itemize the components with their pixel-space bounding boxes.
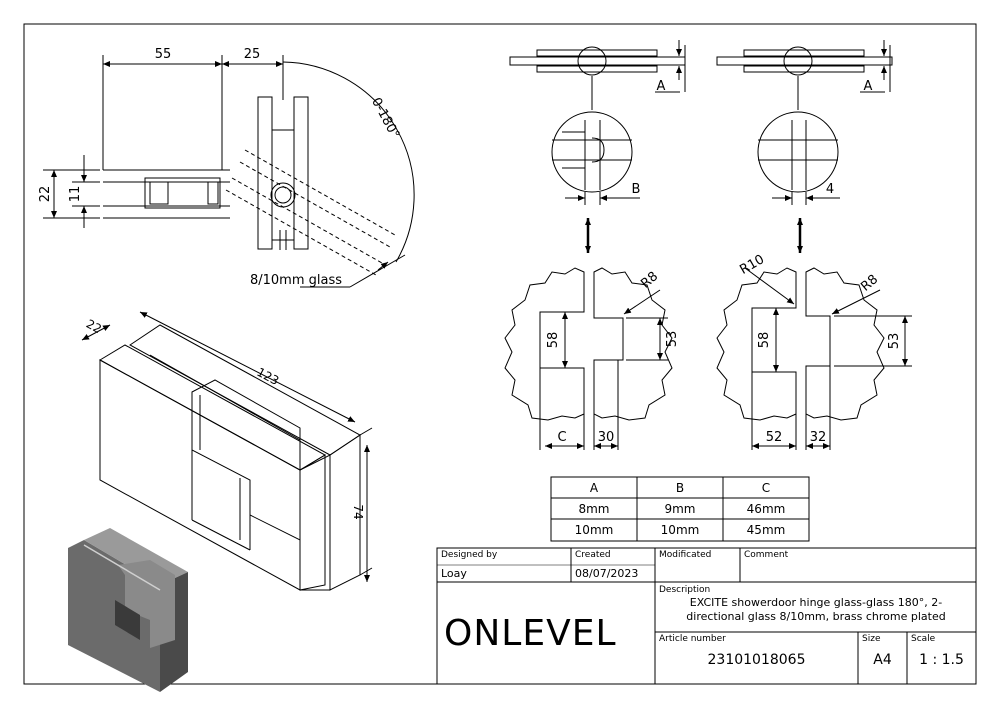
dim-53-left: 53: [665, 331, 680, 348]
dim-52: 52: [766, 430, 783, 445]
hinge-top-view-right: [716, 40, 893, 253]
spec-table: [550, 476, 810, 542]
designed-by-label: Designed by: [441, 550, 498, 560]
dim-r8-left: R8: [638, 269, 661, 292]
dim-glass: 8/10mm glass: [250, 273, 342, 288]
product-photo: [68, 528, 188, 692]
spec-row2-b: 10mm: [660, 523, 700, 537]
modified-label: Modificated: [659, 550, 712, 560]
spec-header-a: A: [589, 481, 599, 495]
hinge-front-view: [43, 55, 415, 288]
spec-row2-c: 45mm: [746, 523, 786, 537]
scale-label: Scale: [911, 634, 936, 644]
hinge-top-view-left: [509, 40, 686, 253]
dim-angle: 0-180°: [368, 95, 402, 141]
dim-25: 25: [244, 47, 261, 62]
spec-row1-c: 46mm: [746, 502, 786, 516]
article-number-value: 23101018065: [707, 652, 806, 668]
dim-58-right: 58: [757, 332, 772, 349]
glass-cutout-left: [504, 267, 673, 450]
iso-dim-22: 22: [84, 317, 104, 337]
iso-dim-74: 74: [351, 504, 365, 519]
dim-58-left: 58: [546, 332, 561, 349]
onlevel-logo: ONLEVEL: [444, 613, 617, 654]
designed-by-value: Loay: [441, 567, 467, 580]
spec-header-b: B: [675, 481, 685, 495]
size-label: Size: [862, 634, 881, 644]
title-block: [436, 547, 977, 685]
article-number-label: Article number: [659, 634, 726, 644]
label-A-right: A: [864, 79, 873, 94]
dim-30: 30: [598, 430, 615, 445]
spec-row1-b: 9mm: [664, 502, 696, 516]
label-B: B: [632, 182, 641, 197]
created-label: Created: [575, 550, 611, 560]
scale-value: 1 : 1.5: [919, 652, 964, 668]
glass-cutout-right: [716, 267, 912, 450]
dim-4: 4: [826, 182, 834, 197]
description-value: EXCITE showerdoor hinge glass-glass 180°…: [686, 596, 946, 623]
size-value: A4: [873, 652, 892, 668]
hinge-isometric-view: [81, 311, 373, 591]
label-A-left: A: [657, 79, 666, 94]
spec-row2-a: 10mm: [574, 523, 614, 537]
spec-row1-a: 8mm: [578, 502, 610, 516]
dim-53-right: 53: [887, 333, 902, 350]
dim-11: 11: [68, 186, 83, 203]
svg-text:ONLEVEL: ONLEVEL: [444, 613, 617, 654]
dim-C: C: [557, 430, 566, 445]
dim-55: 55: [155, 47, 172, 62]
comment-label: Comment: [744, 550, 789, 560]
dim-32: 32: [810, 430, 827, 445]
created-value: 08/07/2023: [575, 567, 639, 580]
spec-header-c: C: [761, 481, 771, 495]
dim-22: 22: [38, 186, 53, 203]
description-label: Description: [659, 585, 711, 595]
